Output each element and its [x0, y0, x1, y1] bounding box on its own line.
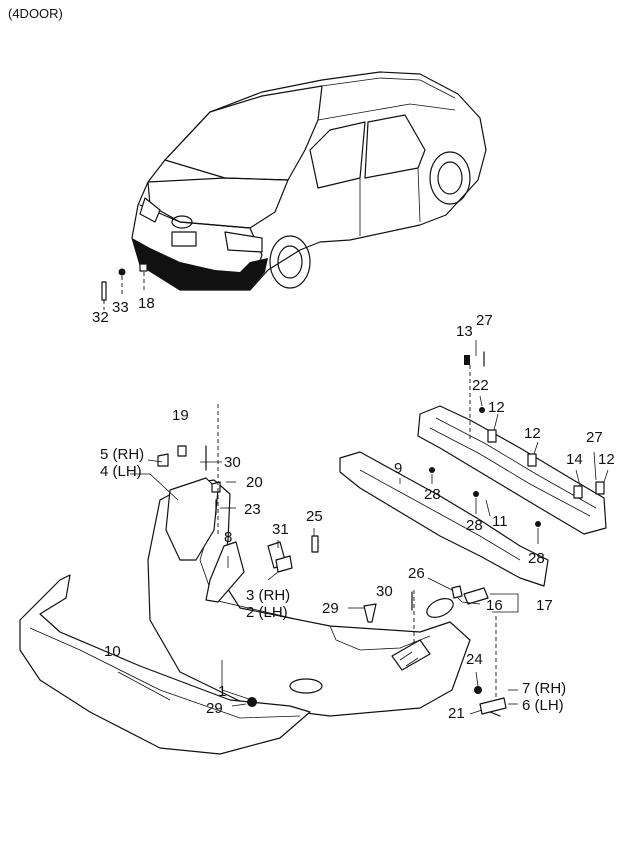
callout-5-rh: 5 (RH) [100, 446, 144, 463]
callout-26: 26 [408, 565, 425, 582]
callout-28-c: 28 [528, 550, 545, 567]
callout-18: 18 [138, 295, 155, 312]
callout-21: 21 [448, 705, 465, 722]
callout-22: 22 [472, 377, 489, 394]
side-brackets [165, 477, 293, 603]
callout-11: 11 [492, 513, 508, 530]
callout-28-a: 28 [424, 486, 441, 503]
callout-16: 16 [486, 597, 503, 614]
callout-1: 1 [218, 683, 226, 700]
callout-33: 33 [112, 299, 129, 316]
callout-6-lh: 6 (LH) [522, 697, 564, 714]
callout-19: 19 [172, 407, 189, 424]
callout-20: 20 [246, 474, 263, 491]
energy-absorber [339, 451, 549, 587]
callout-12-c: 12 [598, 451, 615, 468]
callout-17: 17 [536, 597, 553, 614]
callout-29-upper: 29 [322, 600, 339, 617]
callout-14: 14 [566, 451, 583, 468]
sedan-car-illustration [101, 71, 487, 301]
callout-31: 31 [272, 521, 289, 538]
callout-23: 23 [244, 501, 261, 518]
callout-29-lower: 29 [206, 700, 223, 717]
callout-2-lh: 2 (LH) [246, 604, 288, 621]
callout-labels: 32 33 18 13 27 22 12 12 27 14 12 19 5 (R… [92, 295, 615, 722]
callout-3-rh: 3 (RH) [246, 587, 290, 604]
callout-27-upper: 27 [476, 312, 493, 329]
callout-24: 24 [466, 651, 483, 668]
callout-10: 10 [104, 643, 121, 660]
callout-28-b: 28 [466, 517, 483, 534]
callout-9: 9 [394, 460, 402, 477]
reflector-assembly [426, 587, 507, 715]
callout-8: 8 [224, 529, 232, 546]
diagram-variant-label: (4DOOR) [8, 6, 63, 21]
rear-bumper-beam [417, 405, 607, 535]
bumper-lower-trim [19, 574, 311, 755]
callout-7-rh: 7 (RH) [522, 680, 566, 697]
callout-32: 32 [92, 309, 109, 326]
leader-lines [103, 272, 609, 715]
rear-bumper-cover [147, 479, 471, 717]
callout-30-lower: 30 [376, 583, 393, 600]
callout-12-a: 12 [488, 399, 505, 416]
callout-12-b: 12 [524, 425, 541, 442]
callout-30-upper: 30 [224, 454, 241, 471]
callout-25: 25 [306, 508, 323, 525]
callout-13: 13 [456, 323, 473, 340]
fasteners [157, 351, 605, 717]
callout-4-lh: 4 (LH) [100, 463, 142, 480]
callout-27-lower: 27 [586, 429, 603, 446]
